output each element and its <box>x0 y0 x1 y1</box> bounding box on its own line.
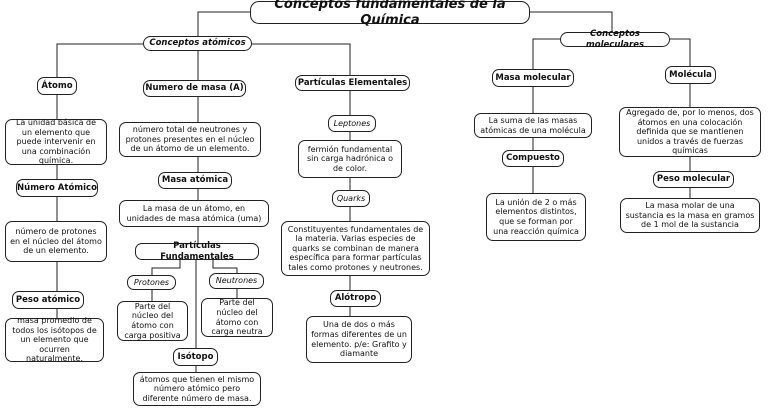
category-conceptos-atomicos: Conceptos atómicos <box>143 36 252 51</box>
desc-numero-atomico: número de protones en el núcleo del átom… <box>5 221 107 262</box>
concept-peso-molecular: Peso molecular <box>653 171 734 188</box>
concept-label: Isótopo <box>177 351 214 362</box>
sub-label: Leptones <box>333 118 371 128</box>
title-node: Conceptos fundamentales de la Química <box>250 0 530 28</box>
description-text: Parte del núcleo del átomo con carga neu… <box>211 298 263 337</box>
concept-label: Átomo <box>41 80 73 91</box>
desc-alotropo: Una de dos o más formas diferentes de un… <box>306 316 412 363</box>
sub-label: Protones <box>133 277 170 287</box>
description-text: La unidad básica de un elemento que pued… <box>15 118 97 166</box>
concept-label: Numero de masa (A) <box>145 83 244 94</box>
category-conceptos-moleculares: Conceptos moleculares <box>560 29 670 50</box>
desc-peso-molecular: La masa molar de una sustancia es la mas… <box>620 198 760 233</box>
concept-label: Compuesto <box>506 153 560 164</box>
desc-compuesto: La unión de 2 o más elementos distintos,… <box>486 193 586 241</box>
concept-numero-atomico: Número Atómico <box>16 179 98 197</box>
concept-label: Alótropo <box>334 293 377 304</box>
desc-molecula: Agregado de, por lo menos, dos átomos en… <box>619 107 761 157</box>
description-text: Constituyentes fundamentales de la mater… <box>287 224 424 272</box>
concept-label: Número Atómico <box>17 182 97 193</box>
category-label: Conceptos moleculares <box>585 29 645 50</box>
page-title: Conceptos fundamentales de la Química <box>274 0 506 28</box>
description-text: fermión fundamental sin carga hadrónica … <box>306 144 394 173</box>
description-text: número total de neutrones y protones pre… <box>125 125 255 154</box>
sub-neutrones: Neutrones <box>209 273 264 289</box>
sub-label: Quarks <box>336 193 366 203</box>
description-text: La masa molar de una sustancia es la mas… <box>625 201 755 230</box>
desc-numero-de-masa: número total de neutrones y protones pre… <box>119 122 261 157</box>
concept-atomo: Átomo <box>37 77 77 95</box>
concept-isotopo: Isótopo <box>173 348 218 366</box>
concept-label: Molécula <box>669 69 712 80</box>
concept-label: Partículas Fundamentales <box>160 241 234 262</box>
description-text: La masa de un átomo, en unidades de masa… <box>126 203 262 223</box>
concept-masa-molecular: Masa molecular <box>492 69 574 87</box>
desc-masa-molecular: La suma de las masas atómicas de una mol… <box>474 113 592 138</box>
concept-particulas-fundamentales: Partículas Fundamentales <box>135 241 259 262</box>
concept-alotropo: Alótropo <box>330 290 381 307</box>
sub-protones: Protones <box>127 275 176 290</box>
concept-label: Masa atómica <box>161 175 229 186</box>
concept-peso-atomico: Peso atómico <box>12 291 84 309</box>
concept-label: Peso molecular <box>656 174 731 185</box>
desc-protones: Parte del núcleo del átomo con carga pos… <box>117 301 188 341</box>
description-text: Agregado de, por lo menos, dos átomos en… <box>626 108 754 156</box>
desc-isotopo: átomos que tienen el mismo número atómic… <box>133 372 261 406</box>
sub-label: Neutrones <box>215 276 258 286</box>
desc-neutrones: Parte del núcleo del átomo con carga neu… <box>201 298 273 337</box>
sub-quarks: Quarks <box>332 190 370 207</box>
desc-atomo: La unidad básica de un elemento que pued… <box>5 118 107 166</box>
concept-particulas-elementales: Partículas Elementales <box>295 75 410 91</box>
category-label: Conceptos atómicos <box>149 38 246 49</box>
description-text: La unión de 2 o más elementos distintos,… <box>493 197 579 236</box>
concept-masa-atomica: Masa atómica <box>158 172 232 189</box>
concept-label: Peso atómico <box>15 294 81 305</box>
description-text: número de protones en el núcleo del átom… <box>10 227 102 256</box>
description-text: Una de dos o más formas diferentes de un… <box>311 320 407 359</box>
concept-molecula: Molécula <box>665 66 716 84</box>
description-text: Parte del núcleo del átomo con carga pos… <box>124 301 181 340</box>
desc-masa-atomica: La masa de un átomo, en unidades de masa… <box>119 200 269 227</box>
desc-peso-atomico: masa promedio de todos los isótopos de u… <box>5 316 104 364</box>
sub-leptones: Leptones <box>328 115 376 132</box>
desc-leptones: fermión fundamental sin carga hadrónica … <box>298 140 402 178</box>
concept-label: Partículas Elementales <box>297 77 408 88</box>
concept-compuesto: Compuesto <box>502 150 564 167</box>
description-text: masa promedio de todos los isótopos de u… <box>12 316 97 364</box>
desc-quarks: Constituyentes fundamentales de la mater… <box>281 221 430 276</box>
description-text: átomos que tienen el mismo número atómic… <box>139 374 255 403</box>
description-text: La suma de las masas atómicas de una mol… <box>480 115 586 135</box>
concept-numero-de-masa: Numero de masa (A) <box>143 80 246 97</box>
concept-label: Masa molecular <box>495 72 571 83</box>
